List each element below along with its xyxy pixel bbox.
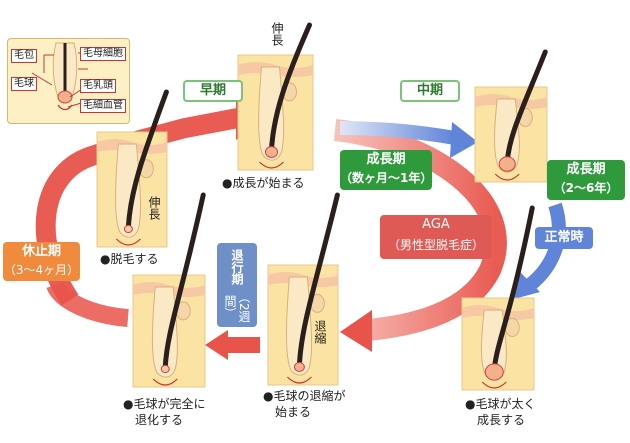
- anagen-aga-title: 成長期: [366, 152, 406, 167]
- telogen-title: 休止期: [21, 244, 61, 259]
- panel-telogen: [132, 192, 206, 388]
- aga-tag: AGA （男性型脱毛症）: [380, 215, 492, 259]
- legend-dermal-papilla: 毛乳頭: [80, 79, 116, 93]
- telogen-tag: 休止期 （3〜4ヶ月）: [3, 242, 80, 281]
- aga-title: AGA: [422, 217, 450, 232]
- caption-shedding: ●脱毛する: [100, 252, 159, 266]
- grow-text-early: 伸長: [270, 22, 284, 46]
- anatomy-legend: 毛包 毛球 毛母細胞 毛乳頭 毛細血管: [7, 38, 130, 124]
- panel-middle: [474, 49, 548, 183]
- caption-bulb-degenerate: ●毛球が完全に退化する: [123, 397, 206, 427]
- caption-bulb-shrink: ●毛球の退縮が始まる: [263, 389, 346, 419]
- telogen-duration: （3〜4ヶ月）: [3, 263, 80, 277]
- shrink-text: 退縮: [313, 320, 327, 344]
- arrow-head-middle: [450, 122, 478, 158]
- catagen-duration: （2週間）: [223, 291, 251, 323]
- arrow-head-telogen: [205, 330, 228, 360]
- anagen-normal-tag: 成長期 （2〜6年）: [547, 160, 625, 200]
- normal-tag: 正常時: [535, 227, 593, 249]
- legend-hair-follicle: 毛包: [11, 49, 37, 63]
- legend-hair-bulb: 毛球: [11, 77, 37, 91]
- arrow-telogen-left: [46, 281, 129, 327]
- legend-capillaries: 毛細血管: [80, 99, 126, 113]
- panel-catagen: [267, 192, 340, 386]
- legend-matrix-cells: 毛母細胞: [80, 47, 126, 61]
- stage-middle-tag: 中期: [400, 80, 460, 102]
- arrow-aga-long: [333, 119, 507, 341]
- anagen-aga-duration: （数ヶ月〜1年）: [340, 171, 433, 185]
- arrow-early-to-middle: [339, 121, 457, 145]
- grow-text-shed: 伸長: [147, 196, 161, 220]
- panel-early: [237, 22, 314, 171]
- legend-follicle-drawing: [31, 42, 89, 111]
- catagen-title: 退行期: [230, 249, 244, 285]
- panel-shedding: [96, 89, 169, 248]
- anagen-normal-title: 成長期: [566, 162, 606, 177]
- caption-growth-begins: ●成長が始まる: [222, 176, 305, 190]
- panel-anagen: [461, 205, 535, 391]
- anagen-normal-duration: （2〜6年）: [553, 181, 619, 195]
- aga-subtitle: （男性型脱毛症）: [387, 238, 484, 252]
- stage-early-tag: 早期: [183, 80, 243, 102]
- caption-bulb-thick: ●毛球が太く成長する: [465, 397, 536, 427]
- catagen-tag: 退行期 （2週間）: [217, 243, 257, 327]
- arrow-head-aga: [340, 310, 372, 352]
- anagen-aga-tag: 成長期 （数ヶ月〜1年）: [340, 150, 432, 190]
